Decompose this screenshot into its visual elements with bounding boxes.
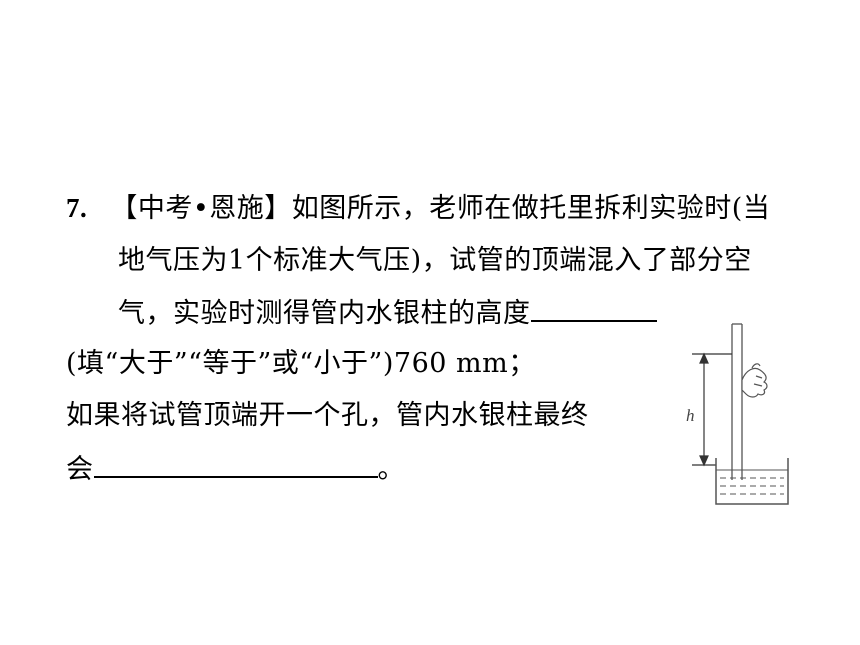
question-line-4: (填“大于”“等于”或“小于”)760 mm； — [66, 347, 536, 381]
question-line-2: 地气压为1个标准大气压)，试管的顶端混入了部分空 — [118, 244, 752, 278]
answer-blank-2[interactable] — [93, 452, 378, 478]
height-label: h — [686, 406, 695, 425]
question-text-line-4: (填“大于”“等于”或“小于”)760 mm； — [66, 348, 536, 379]
question-line-1: 7. 【中考•恩施】如图所示，老师在做托里拆利实验时(当 — [66, 191, 770, 226]
mercury-dish — [715, 458, 789, 505]
height-arrow — [699, 352, 709, 467]
question-text-line-3: 气，实验时测得管内水银柱的高度 — [118, 298, 531, 329]
question-text-line-6-prefix: 会 — [66, 454, 94, 485]
question-text-line-1: 【中考•恩施】如图所示，老师在做托里拆利实验时(当 — [110, 193, 771, 224]
glass-tube — [731, 323, 743, 480]
question-line-6: 会。 — [66, 452, 405, 487]
question-text-line-5: 如果将试管顶端开一个孔，管内水银柱最终 — [66, 400, 589, 431]
answer-blank-1[interactable] — [530, 296, 657, 322]
hand-icon — [741, 363, 768, 398]
question-number: 7. — [66, 193, 88, 223]
question-text-line-6-suffix: 。 — [377, 454, 405, 485]
question-line-3: 气，实验时测得管内水银柱的高度 — [118, 296, 657, 331]
torricelli-apparatus-figure: h — [686, 323, 789, 505]
question-line-5: 如果将试管顶端开一个孔，管内水银柱最终 — [66, 399, 589, 433]
question-text-line-2: 地气压为1个标准大气压)，试管的顶端混入了部分空 — [118, 245, 752, 276]
